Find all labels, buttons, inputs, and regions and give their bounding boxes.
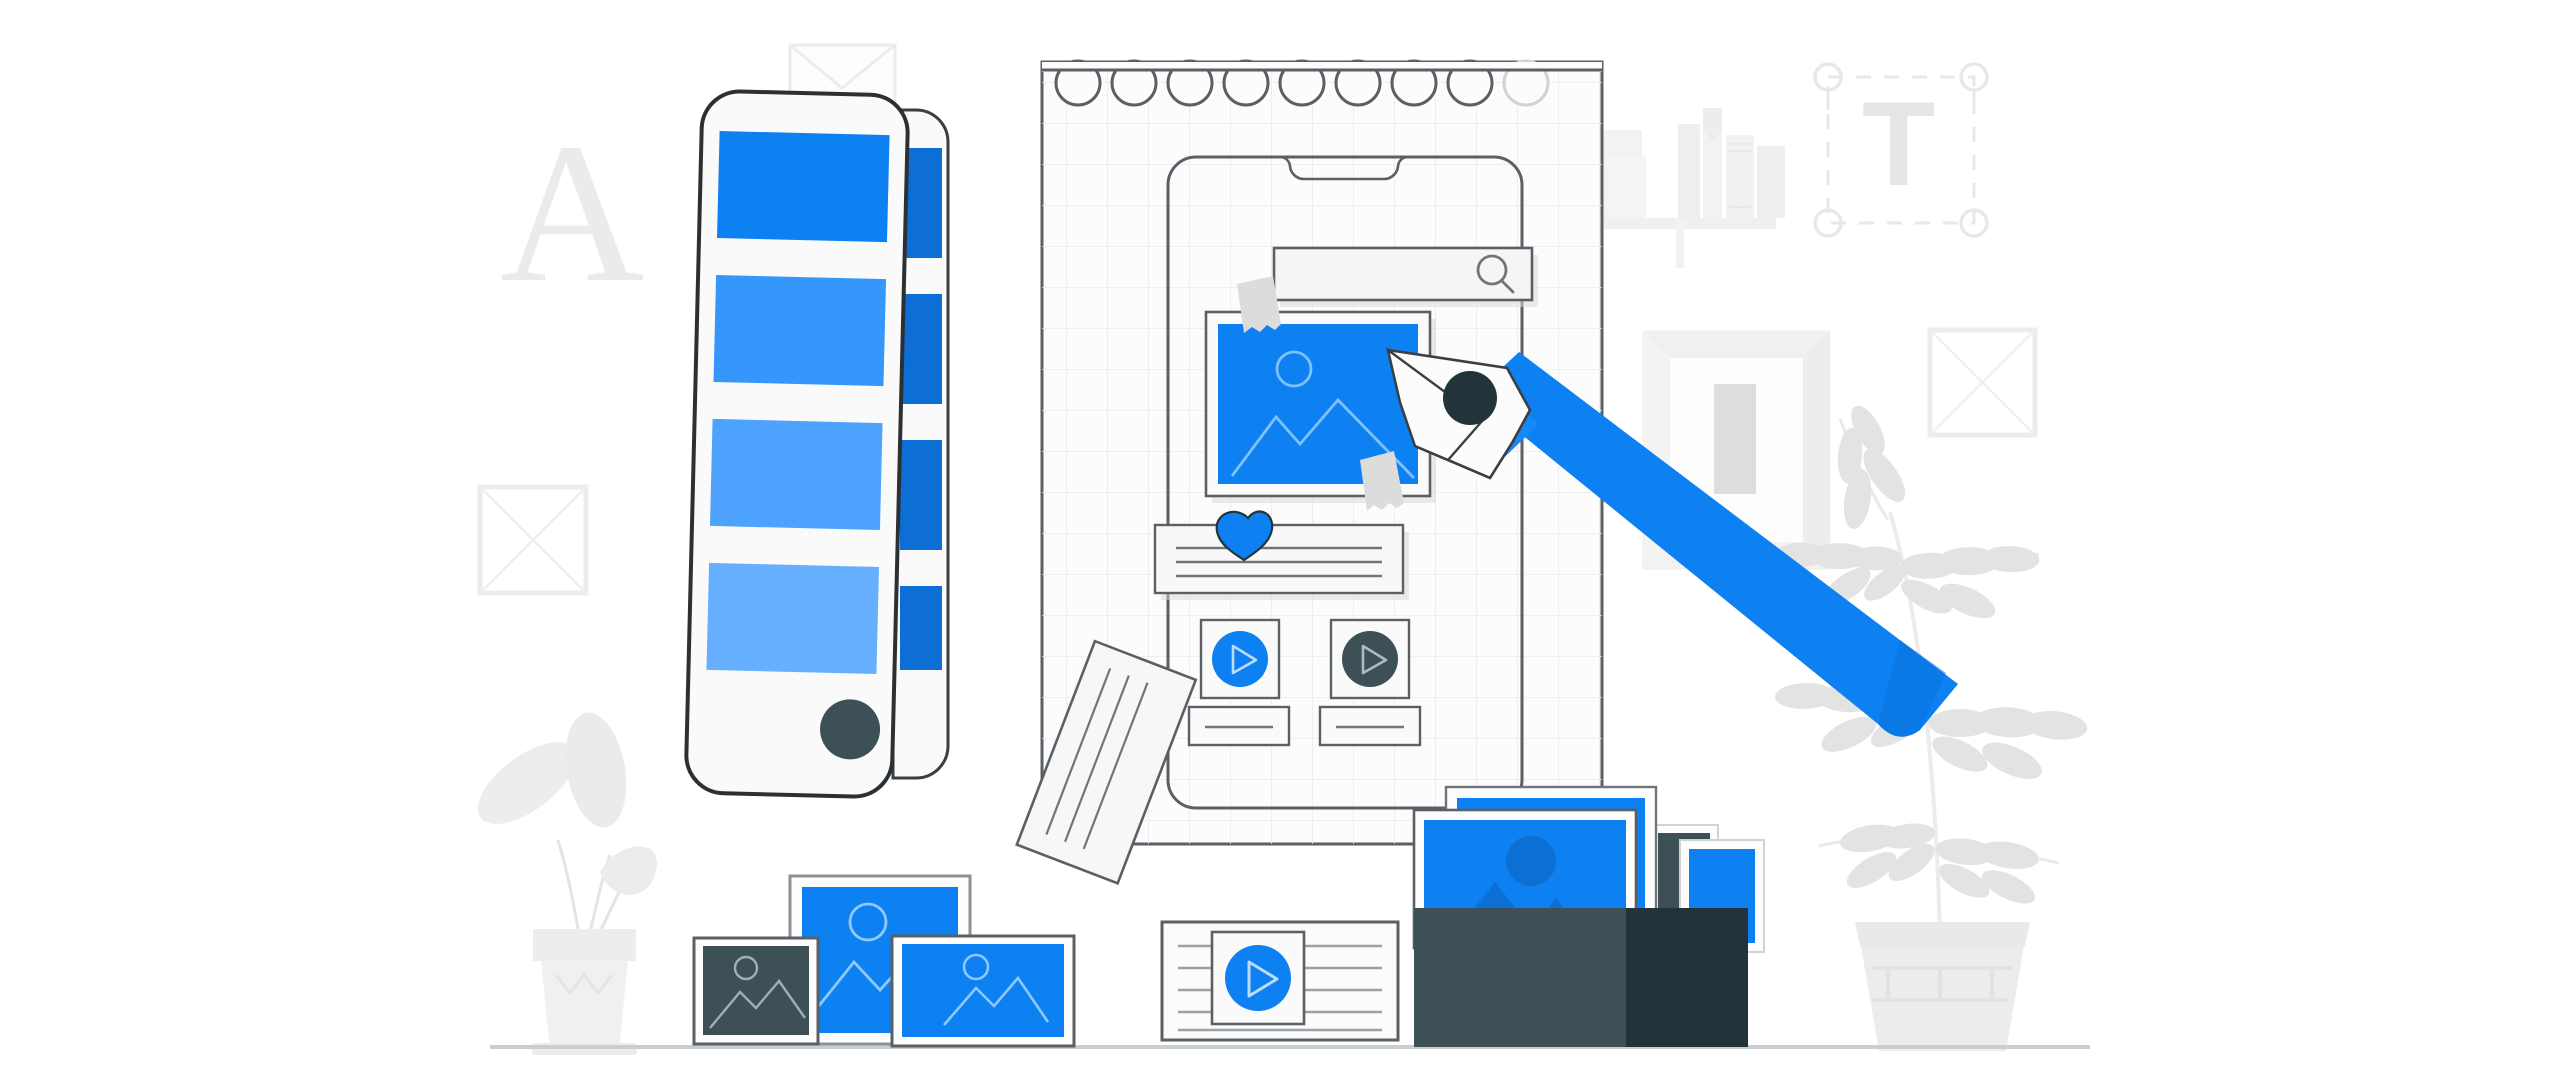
plant-small-decoration (477, 712, 657, 1055)
notepad-ring (1446, 59, 1494, 107)
tilted-paper-strip (1015, 639, 1198, 886)
placeholder-box-right (1927, 327, 2038, 438)
box-front (1414, 908, 1626, 1047)
phone-wireframe (1153, 155, 1538, 810)
notepad-ring (1054, 59, 1102, 107)
search-icon (1476, 254, 1515, 294)
text-tool-decoration: T (1813, 62, 1989, 238)
selection-handle-br (1959, 208, 1989, 238)
play-circle (1342, 631, 1398, 687)
text-tool-glyph: T (1862, 77, 1935, 211)
search-bar[interactable] (1272, 246, 1538, 307)
notepad-ring (1278, 59, 1326, 107)
tape-piece-bottom (1360, 451, 1404, 511)
text-block-card[interactable] (1153, 510, 1409, 600)
selection-handle-bl (1813, 208, 1843, 238)
image-icon (709, 955, 806, 1029)
letter-a-glyph: A (500, 103, 644, 324)
home-button[interactable] (819, 699, 881, 760)
letter-a-decoration: A (500, 103, 644, 324)
swatch-card-back (891, 108, 950, 780)
bookshelf-decoration (1596, 108, 1785, 268)
video-article-card[interactable] (1160, 920, 1400, 1042)
notepad-ring (1390, 59, 1438, 107)
notepad-ring (1166, 59, 1214, 107)
notepad-ring (1502, 59, 1550, 107)
notepad-rings (1054, 59, 1550, 107)
media-tile-secondary[interactable] (1318, 618, 1422, 747)
photo-sun (1506, 836, 1556, 886)
image-icon (943, 953, 1050, 1026)
swatch-4 (706, 562, 880, 675)
pen-body (1473, 352, 1958, 737)
notepad-ring (1334, 59, 1382, 107)
image-placeholder-card[interactable] (1204, 276, 1436, 511)
swatch-2 (713, 274, 887, 387)
media-tile-primary[interactable] (1187, 618, 1291, 747)
pen-nib-tool[interactable] (1386, 347, 1958, 737)
swatch-card-front (684, 89, 910, 799)
box-side (1626, 908, 1748, 1047)
play-icon (1361, 644, 1388, 675)
notepad-ring (1110, 59, 1158, 107)
photo-storage-box[interactable] (1412, 785, 1765, 1047)
phone-notch (1268, 155, 1420, 181)
framed-image-dark[interactable] (692, 936, 820, 1046)
play-icon (1247, 960, 1279, 998)
play-icon (1231, 644, 1258, 675)
color-swatch-stack (684, 43, 950, 799)
image-icon (1230, 350, 1416, 479)
pen-body-shadow (1878, 640, 1946, 737)
swatch-3 (709, 418, 883, 531)
play-circle (1212, 631, 1268, 687)
placeholder-box-left (477, 484, 589, 596)
tape-piece-top (1237, 276, 1281, 333)
notepad-ring (1222, 59, 1270, 107)
heart-icon[interactable] (1215, 510, 1274, 562)
pen-nib-dot (1443, 371, 1497, 425)
play-circle (1225, 945, 1291, 1011)
framed-image-wide-blue[interactable] (890, 934, 1076, 1048)
swatch-1 (717, 131, 890, 243)
